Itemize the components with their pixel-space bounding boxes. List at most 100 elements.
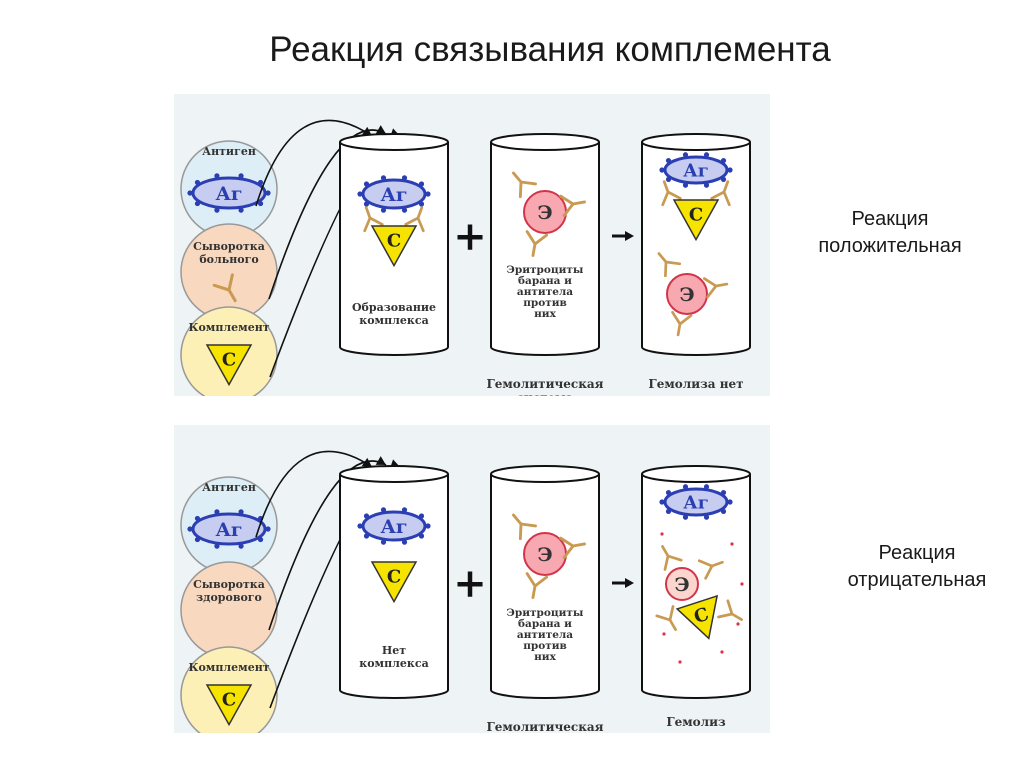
negative-label-line1: Реакция [878,542,956,564]
tube3-complement-icon: С [672,199,720,242]
antibody-arm-right [363,216,372,233]
antibody-arm-left [666,554,683,562]
antigen-dot [425,523,431,529]
antigen-dot [401,175,408,181]
antigen-dot [194,536,201,543]
tube3-lysed-erythrocyte: Э [665,567,699,601]
antibody-stem [416,206,424,220]
tube2-antibody-3 [525,230,549,257]
tube-body [490,142,600,356]
tube2-caption-line1: Эритроциты [507,607,584,619]
tube2-antibody-2 [559,194,586,218]
antigen-dot [659,499,665,505]
tube-2 [490,465,600,699]
complement-disc-icon: С [205,684,253,727]
negative-reaction-label: Реакция отрицательная [812,540,1022,594]
antibody-stem [364,206,372,220]
antigen-symbol: Аг [380,184,407,206]
antibody-stem [227,288,237,303]
tube2-caption-line4: против [523,297,567,309]
antigen-dot [401,207,408,213]
antibody-stem [512,513,523,526]
antigen-dot [682,484,689,490]
complement-triangle [205,684,253,727]
serum-title-line2: больного [199,253,258,266]
antigen-dot [380,507,387,513]
antigen-dot [357,191,363,197]
antibody-arm-left [706,284,718,299]
antigen-dot [363,513,370,519]
tube3-antibody-1 [657,252,682,278]
positive-reaction-panel: АнтигенАгСывороткабольногоКомплементСАгС… [174,94,770,396]
tube2-caption-line3: антитела [517,629,573,641]
antigen-symbol: Аг [380,516,407,538]
antigen-dot [703,484,710,490]
tube-rim [339,465,449,483]
tube-2 [490,133,600,356]
tube2-erythrocyte: Э [523,190,567,234]
antigen-dot [363,201,370,207]
arrow-head [625,578,634,588]
tube2-caption-line2: барана и [518,275,572,287]
antigen-dot [401,507,408,513]
antibody-arm-right [661,190,670,207]
antibody-arm-right [518,180,523,199]
tube2-antibody-1 [512,171,537,199]
antigen-dot [665,489,672,496]
antigen-dot [720,157,727,164]
antibody-stem [722,180,730,194]
complement-symbol: С [691,604,711,628]
tube3-antigen-icon: Аг [659,152,733,188]
tube-rim [490,465,600,483]
antibody-arm-left [368,216,384,226]
diagram-group: АнтигенАгСыворотказдоровогоКомплементСАг… [180,450,751,733]
antigen-dot [194,200,201,207]
antibody-stem [662,180,670,194]
antigen-dot [401,539,408,545]
curved-arrow [268,460,387,631]
antigen-dot [727,167,733,173]
antibody-arm-left [717,612,734,619]
antigen-dot [665,157,672,164]
curved-arrow [255,119,373,207]
antibody-stem [661,545,670,558]
antigen-dot [265,190,271,196]
tube2-caption-line1: Эритроциты [507,264,584,276]
tube-rim [490,133,600,151]
antigen-dot [720,176,727,183]
serum-disc [180,223,278,321]
serum-antibody-icon [212,273,237,303]
antibody-arm-left [519,522,537,528]
hemolysis-dot [678,660,682,664]
negative-label-line2: отрицательная [847,569,987,591]
tube3-antibody-4 [717,599,743,621]
antigen-dot [257,179,264,186]
erythrocyte-symbol: Э [679,284,694,306]
antibody-stem [676,322,682,337]
antibody-arm-left [671,310,682,326]
antibody-stem [710,560,724,568]
antigen-ellipse [361,178,427,210]
antibody-stem [730,612,743,621]
antibody-stem [531,242,537,257]
antigen-dot [238,543,244,549]
antigen-dot [418,181,425,187]
tube3-below-caption: Гемолиз [666,715,726,729]
antigen-dot [214,173,220,179]
tube2-antibody-2 [559,536,586,560]
complement-triangle [370,225,418,268]
antigen-ellipse [191,176,267,210]
antigen-dot [682,514,689,520]
antigen-dot [418,513,425,519]
antigen-ellipse [191,512,267,546]
antigen-symbol: Аг [215,183,242,205]
antibody-arm-right [668,605,675,622]
arrow-head [361,457,372,467]
antigen-title: Антиген [202,481,256,494]
tube-rim [641,133,751,151]
hemolysis-dot [740,582,744,586]
antibody-stem [714,282,729,288]
antigen-dot [194,515,201,522]
complement-disc-icon: С [205,344,253,387]
antibody-stem [571,542,586,548]
